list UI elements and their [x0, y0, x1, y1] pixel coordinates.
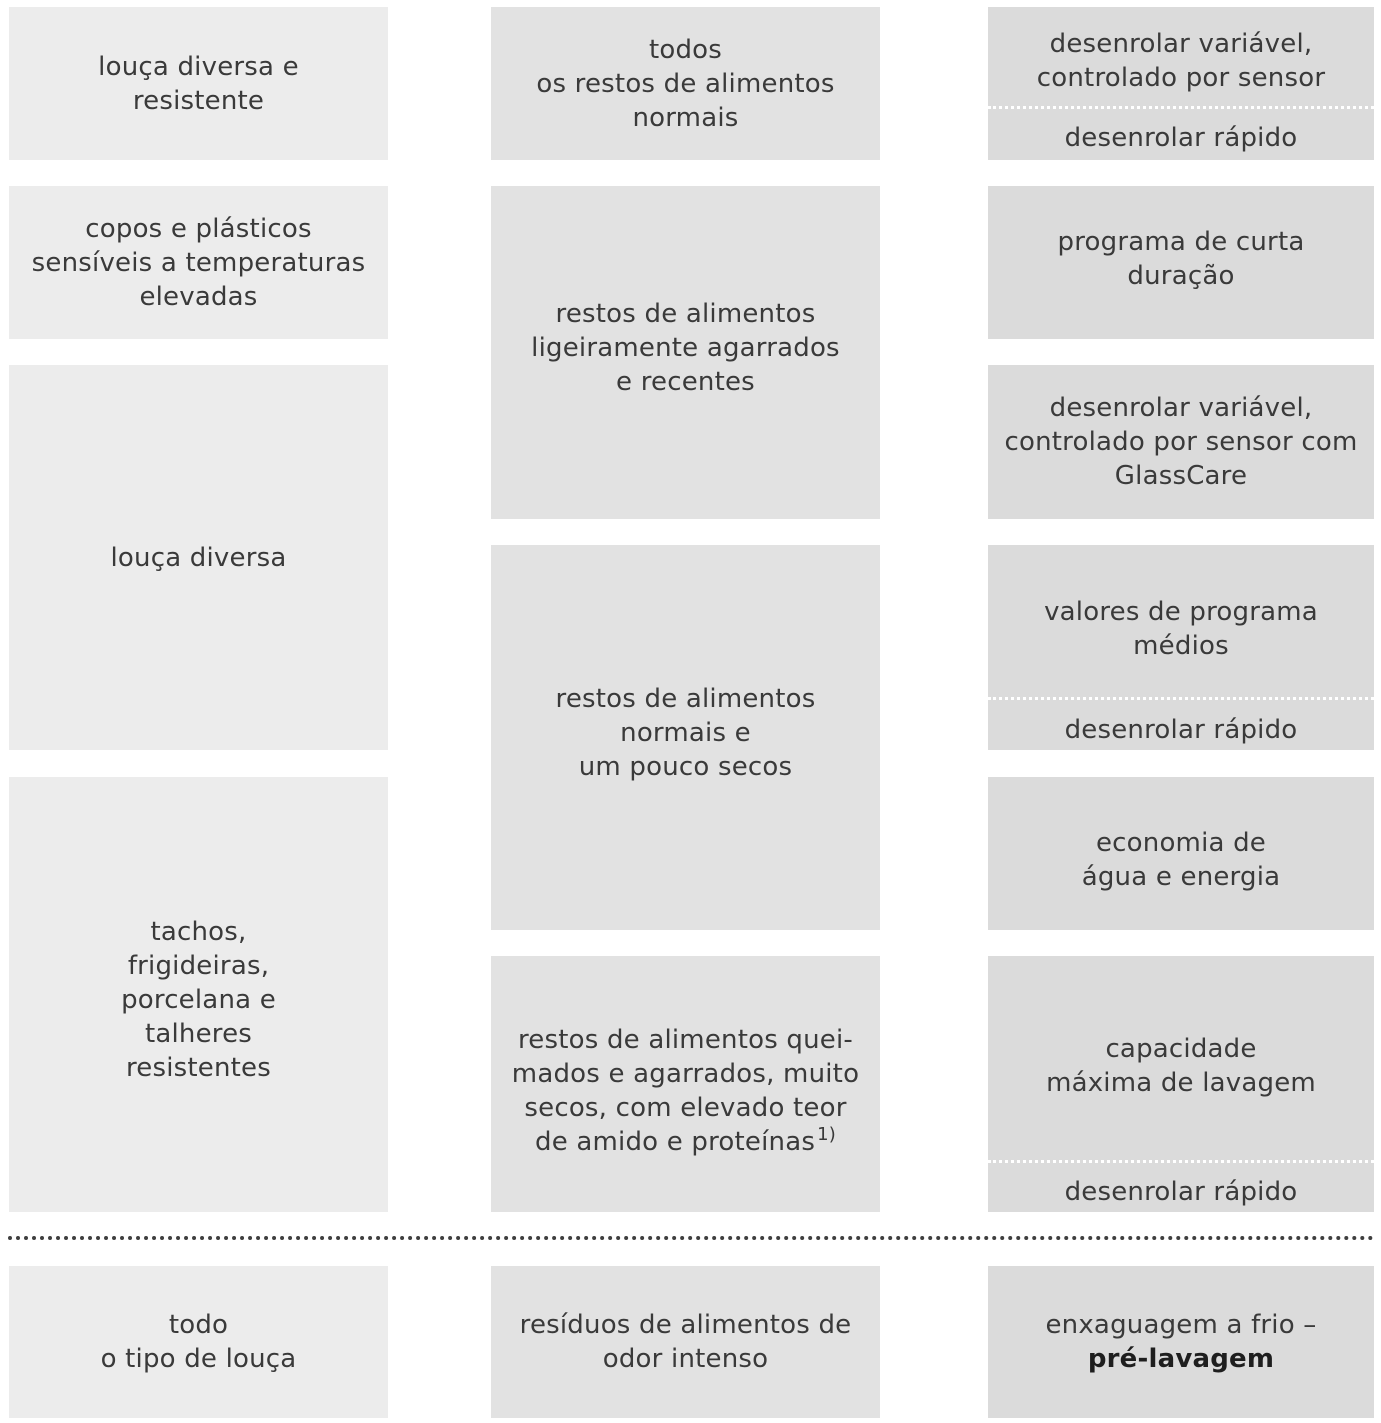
option-divider [988, 697, 1374, 700]
soiling-box-normal: todos os restos de alimentos normais [491, 7, 880, 160]
box-text: secos, com elevado teor [524, 1093, 847, 1123]
box-text: restos de alimentos quei- [517, 1025, 853, 1055]
program-box-intensive-quick: capacidade máxima de lavagem desenrolar … [988, 956, 1374, 1212]
box-text: todos [648, 34, 723, 65]
arrow-right-icon [388, 439, 493, 495]
box-text: água e energia [1081, 861, 1281, 892]
dishware-box-diverse-resistant: louça diversa e resistente [9, 7, 388, 160]
arrow-right-icon [882, 439, 987, 495]
arrow-right-icon [388, 1069, 493, 1125]
box-text: e recentes [616, 366, 755, 397]
box-text: frigideiras, [127, 950, 270, 981]
box-text: tachos, [150, 916, 247, 947]
dishware-box-diverse: louça diversa [9, 365, 388, 750]
arrow-right-icon [388, 263, 493, 319]
footnote-marker: 1) [817, 1124, 836, 1146]
box-text: um pouco secos [578, 751, 793, 782]
box-text: porcelana e [121, 984, 276, 1015]
soiling-box-burnt: restos de alimentos quei- mados e agarra… [491, 956, 880, 1212]
section-separator [8, 1236, 1374, 1240]
box-text: máxima de lavagem [1046, 1068, 1316, 1098]
box-text: odor intenso [602, 1344, 769, 1374]
box-text: programa de curta [1057, 226, 1305, 257]
option-divider [988, 106, 1374, 109]
program-option-bottom: desenrolar rápido [988, 711, 1374, 749]
box-text: desenrolar variável, [1049, 393, 1313, 423]
soiling-box-normal-dry: restos de alimentos normais e um pouco s… [491, 545, 880, 930]
box-text: capacidade [1105, 1034, 1257, 1064]
program-option-bottom: desenrolar rápido [988, 1173, 1374, 1211]
box-text: controlado por sensor [1036, 63, 1326, 93]
box-text: elevadas [139, 281, 258, 312]
program-option-top: capacidade máxima de lavagem [988, 1028, 1374, 1104]
box-text: louça diversa [110, 542, 287, 573]
box-text: economia de [1095, 827, 1267, 858]
program-box-prewash: enxaguagem a frio – pré-lavagem [988, 1266, 1374, 1418]
arrow-right-icon [388, 628, 493, 684]
program-box-average-quick: valores de programa médios desenrolar rá… [988, 545, 1374, 750]
box-text: desenrolar rápido [1064, 1177, 1298, 1207]
box-text: mados e agarrados, muito [511, 1059, 860, 1089]
box-text: sensíveis a temperaturas [31, 247, 366, 278]
arrow-right-icon [882, 628, 987, 684]
box-text: os restos de alimentos [536, 68, 835, 99]
box-text: todo [168, 1310, 229, 1340]
box-text: restos de alimentos [555, 298, 816, 329]
box-text: o tipo de louça [100, 1344, 297, 1374]
soiling-box-odor: resíduos de alimentos de odor intenso [491, 1266, 880, 1418]
program-box-auto-quick: desenrolar variável, controlado por sens… [988, 7, 1374, 160]
dishware-box-heat-sensitive: copos e plásticos sensíveis a temperatur… [9, 186, 388, 339]
program-box-short: programa de curta duração [988, 186, 1374, 339]
arrow-right-icon [882, 1069, 987, 1125]
box-text: desenrolar rápido [1064, 123, 1298, 153]
box-text: copos e plásticos [85, 213, 312, 244]
program-option-top: desenrolar variável, controlado por sens… [988, 25, 1374, 97]
program-option-bottom: desenrolar rápido [988, 119, 1374, 157]
box-text: normais e [620, 717, 751, 748]
arrow-right-icon [882, 83, 987, 139]
box-text: de amido e proteínas [535, 1127, 816, 1157]
soiling-box-light-recent: restos de alimentos ligeiramente agarrad… [491, 186, 880, 519]
program-option-top: valores de programa médios [988, 593, 1374, 665]
arrow-right-icon [388, 83, 493, 139]
box-text: controlado por sensor com [1004, 427, 1358, 457]
arrow-right-icon [882, 263, 987, 319]
box-text: desenrolar variável, [1049, 29, 1313, 59]
box-text: talheres [144, 1018, 253, 1049]
box-text: duração [1127, 260, 1235, 291]
box-text-bold: pré-lavagem [1087, 1344, 1275, 1374]
option-divider [988, 1160, 1374, 1163]
box-text: desenrolar rápido [1064, 715, 1298, 745]
box-text: resíduos de alimentos de [519, 1310, 852, 1340]
program-box-glasscare: desenrolar variável, controlado por sens… [988, 365, 1374, 519]
box-text: valores de programa [1044, 597, 1318, 627]
box-text: médios [1133, 631, 1229, 661]
arrow-right-icon [388, 1320, 493, 1376]
box-text: enxaguagem a frio – [1045, 1310, 1317, 1340]
box-text: resistente [132, 85, 265, 116]
dishware-box-all: todo o tipo de louça [9, 1266, 388, 1418]
program-box-eco: economia de água e energia [988, 777, 1374, 930]
box-text: normais [632, 102, 739, 133]
arrow-right-icon [388, 806, 493, 862]
box-text: resistentes [125, 1052, 272, 1083]
box-text: louça diversa e [98, 51, 299, 82]
dishware-box-pots-pans: tachos, frigideiras, porcelana e talhere… [9, 777, 388, 1212]
box-text: ligeiramente agarrados [531, 332, 840, 363]
box-text: restos de alimentos [555, 683, 816, 714]
arrow-right-icon [882, 806, 987, 862]
arrow-right-icon [882, 1320, 987, 1376]
box-text: GlassCare [1114, 461, 1248, 491]
